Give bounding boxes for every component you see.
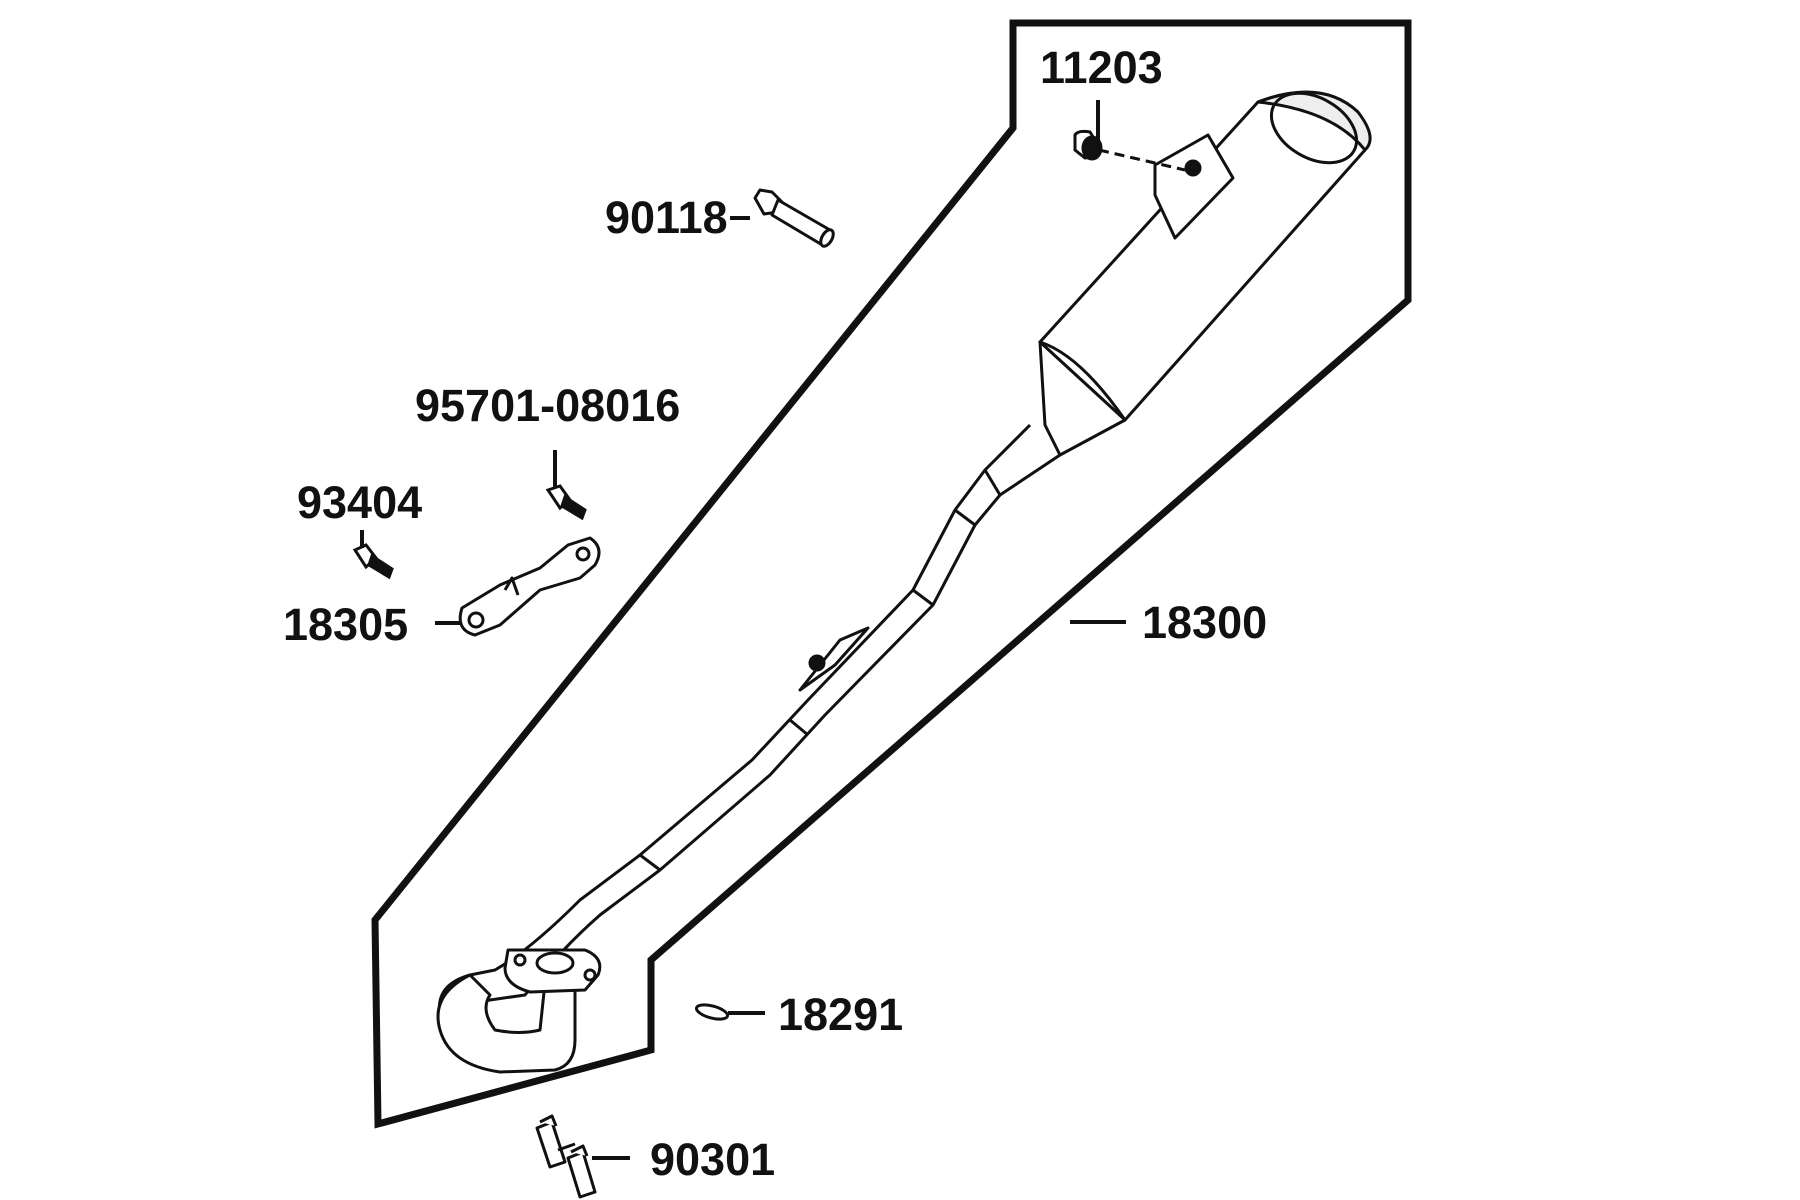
label-90301: 90301 [650, 1134, 775, 1185]
label-18291: 18291 [778, 989, 903, 1040]
label-90118: 90118 [605, 192, 728, 243]
muffler-bracket-part [458, 536, 601, 637]
flange-bolt-part [753, 188, 835, 248]
muffler [1038, 90, 1372, 457]
label-18305: 18305 [283, 599, 408, 650]
exhaust-gasket-part [694, 1003, 730, 1021]
label-93404: 93404 [297, 477, 422, 528]
stud-bolts-part [535, 1114, 597, 1199]
bracket-screw-part [352, 543, 394, 580]
grommet-part [1073, 129, 1186, 172]
assembly-outline [371, 19, 1412, 1129]
label-95701: 95701-08016 [415, 380, 680, 431]
bracket-bolt-part [545, 484, 587, 521]
leader-lines [360, 100, 1126, 1160]
label-11203: 11203 [1040, 42, 1163, 93]
label-18300: 18300 [1142, 597, 1267, 648]
exhaust-header [436, 948, 602, 1074]
